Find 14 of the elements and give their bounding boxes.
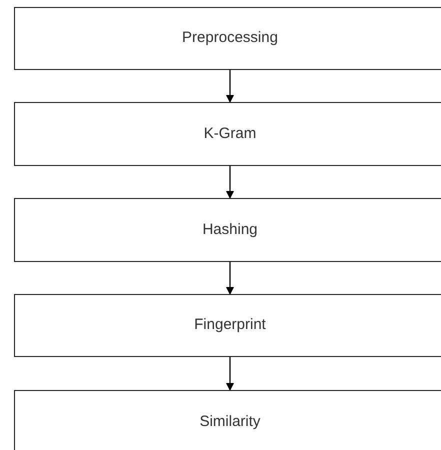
arrow — [226, 357, 234, 391]
step-label: Fingerprint — [194, 315, 266, 336]
arrow — [226, 262, 234, 295]
step-label: K-Gram — [204, 124, 256, 144]
process-box — [14, 7, 441, 70]
process-box — [14, 102, 441, 166]
arrow — [226, 70, 234, 103]
arrow — [226, 166, 234, 199]
process-box — [14, 198, 441, 262]
step-label: Hashing — [202, 220, 258, 240]
process-box — [14, 390, 441, 450]
step-label: Preprocessing — [182, 28, 278, 48]
step-label: Similarity — [200, 412, 260, 432]
process-box — [14, 294, 441, 357]
